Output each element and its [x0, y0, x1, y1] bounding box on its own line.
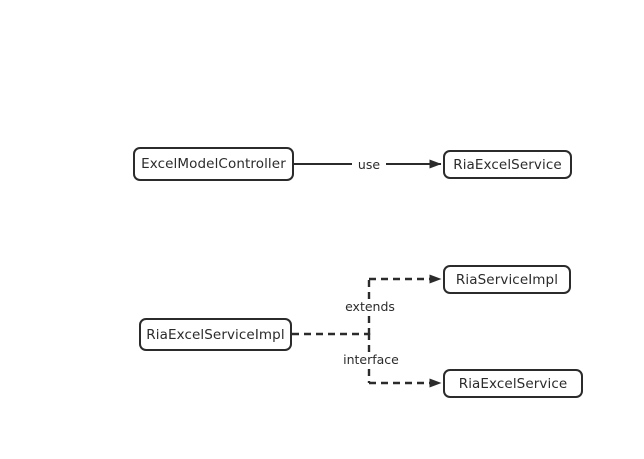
node-ria-excel-service-top[interactable]: RiaExcelService	[443, 150, 572, 179]
node-ria-excel-service-impl[interactable]: RiaExcelServiceImpl	[139, 318, 292, 351]
edge-label-use: use	[352, 157, 386, 172]
node-ria-excel-service-bottom[interactable]: RiaExcelService	[443, 369, 583, 398]
node-label: RiaExcelService	[453, 156, 562, 173]
node-ria-service-impl[interactable]: RiaServiceImpl	[443, 265, 571, 294]
node-excel-model-controller[interactable]: ExcelModelController	[133, 147, 294, 181]
node-label: RiaExcelServiceImpl	[146, 326, 285, 343]
node-label: RiaServiceImpl	[455, 271, 559, 288]
node-label: ExcelModelController	[141, 156, 286, 172]
edge-label-interface: interface	[336, 352, 406, 367]
node-label: RiaExcelService	[458, 375, 568, 392]
edge-label-extends: extends	[338, 299, 402, 314]
